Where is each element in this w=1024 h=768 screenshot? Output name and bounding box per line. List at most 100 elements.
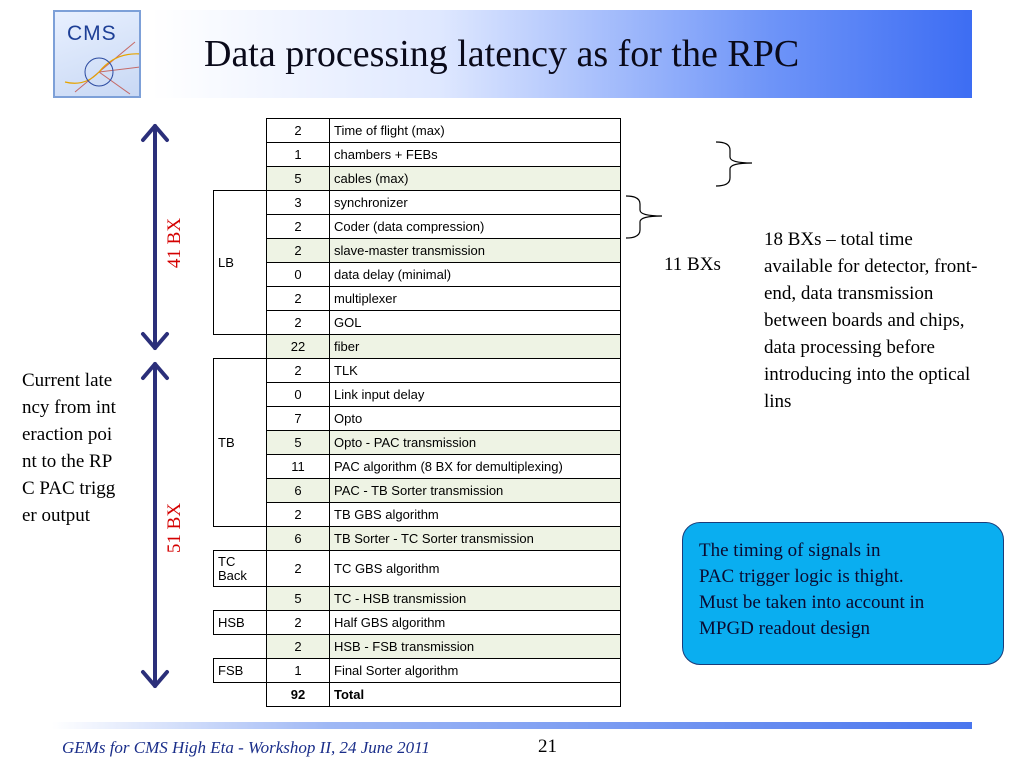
bx-value: 3: [266, 190, 330, 215]
step-desc: TC GBS algorithm: [329, 550, 621, 587]
bx-value: 2: [266, 502, 330, 527]
page-number: 21: [538, 736, 557, 757]
step-desc: cables (max): [329, 166, 621, 191]
table-row: 2 TB GBS algorithm: [214, 502, 621, 527]
slide-title: Data processing latency as for the RPC: [204, 33, 800, 75]
step-desc: TC - HSB transmission: [329, 586, 621, 611]
callout-line: PAC trigger logic is thight.: [699, 566, 904, 587]
bx-value: 6: [266, 478, 330, 503]
step-desc: TB Sorter - TC Sorter transmission: [329, 526, 621, 551]
label-11-bxs: 11 BXs: [664, 254, 721, 275]
table-row: 2 GOL: [214, 310, 621, 335]
callout-line: The timing of signals in: [699, 540, 881, 561]
step-desc: Time of flight (max): [329, 118, 621, 143]
bx-value: 5: [266, 586, 330, 611]
arrow-down-icon: [141, 332, 169, 350]
step-desc: Half GBS algorithm: [329, 610, 621, 635]
table-row: HSB 2 Half GBS algorithm: [213, 610, 621, 635]
footer-text: GEMs for CMS High Eta - Workshop II, 24 …: [62, 738, 430, 757]
step-desc: data delay (minimal): [329, 262, 621, 287]
arrow-up-icon: [141, 124, 169, 142]
step-desc: Coder (data compression): [329, 214, 621, 239]
logo-text: CMS: [67, 22, 117, 45]
table-row: 2 Time of flight (max): [214, 118, 621, 143]
group-cell: [214, 587, 267, 611]
group-cell: [214, 527, 267, 551]
bx-value: 6: [266, 526, 330, 551]
step-desc: fiber: [329, 334, 621, 359]
table-row: TC Back 2 TC GBS algorithm: [213, 550, 621, 587]
step-desc: PAC - TB Sorter transmission: [329, 478, 621, 503]
table-row: 2 multiplexer: [214, 286, 621, 311]
bx-value: 5: [266, 430, 330, 455]
bx-value: 2: [266, 610, 330, 635]
bx-value: 2: [266, 118, 330, 143]
step-desc: TLK: [329, 358, 621, 383]
step-desc: GOL: [329, 310, 621, 335]
group-tc-back: TC Back: [213, 550, 267, 587]
group-cell: [214, 119, 267, 143]
label-51-bx: 51 BX: [164, 502, 186, 554]
bx-value: 1: [266, 142, 330, 167]
table-row: 1 chambers + FEBs: [214, 142, 621, 167]
step-desc: Link input delay: [329, 382, 621, 407]
group-cell: [214, 635, 267, 659]
step-desc: Opto: [329, 406, 621, 431]
bx-value: 5: [266, 166, 330, 191]
label-41-bx: 41 BX: [164, 217, 186, 269]
bx-value: 1: [266, 658, 330, 683]
step-desc: TB GBS algorithm: [329, 502, 621, 527]
group-cell: [214, 143, 267, 167]
note-18-bxs: 18 BXs – total time available for detect…: [764, 229, 978, 412]
step-desc: synchronizer: [329, 190, 621, 215]
cms-logo: CMS: [53, 10, 141, 98]
arrow-down-icon: [141, 670, 169, 688]
table-row: 11 PAC algorithm (8 BX for demultiplexin…: [214, 454, 621, 479]
total-label: Total: [329, 682, 621, 707]
group-lb: LB: [213, 190, 267, 335]
table-row: FSB 1 Final Sorter algorithm: [213, 658, 621, 683]
group-cell: [214, 335, 267, 359]
bx-value: 2: [266, 286, 330, 311]
step-desc: Opto - PAC transmission: [329, 430, 621, 455]
step-desc: multiplexer: [329, 286, 621, 311]
bx-value: 2: [266, 550, 330, 587]
table-row: 2 HSB - FSB transmission: [214, 634, 621, 659]
step-desc: chambers + FEBs: [329, 142, 621, 167]
brace-18bxs-icon: [715, 141, 753, 187]
title-bar: Data processing latency as for the RPC: [152, 10, 972, 98]
table-row: 2 slave-master transmission: [214, 238, 621, 263]
step-desc: slave-master transmission: [329, 238, 621, 263]
step-desc: HSB - FSB transmission: [329, 634, 621, 659]
table-row: 5 cables (max): [214, 166, 621, 191]
group-hsb: HSB: [213, 610, 267, 635]
footer-divider: [52, 722, 972, 729]
table-row: 22 fiber: [214, 334, 621, 359]
bx-value: 0: [266, 262, 330, 287]
table-row: 7 Opto: [214, 406, 621, 431]
bx-value: 2: [266, 238, 330, 263]
group-cell: [214, 167, 267, 191]
cms-logo-graphic: [64, 41, 139, 95]
table-row: 6 PAC - TB Sorter transmission: [214, 478, 621, 503]
table-row: 6 TB Sorter - TC Sorter transmission: [214, 526, 621, 551]
group-fsb: FSB: [213, 658, 267, 683]
step-desc: Final Sorter algorithm: [329, 658, 621, 683]
callout-line: MPGD readout design: [699, 618, 870, 639]
group-cell: [214, 683, 267, 707]
table-row-total: 92 Total: [214, 682, 621, 707]
table-row: 5 Opto - PAC transmission: [214, 430, 621, 455]
bx-value: 2: [266, 214, 330, 239]
table-row: LB 3 synchronizer: [213, 190, 621, 335]
latency-table: 2 Time of flight (max) 1 chambers + FEBs…: [213, 118, 621, 707]
bx-value: 2: [266, 358, 330, 383]
group-tb: TB: [213, 358, 267, 527]
bx-value: 2: [266, 634, 330, 659]
bx-value: 0: [266, 382, 330, 407]
table-row: 0 data delay (minimal): [214, 262, 621, 287]
step-desc: PAC algorithm (8 BX for demultiplexing): [329, 454, 621, 479]
total-value: 92: [266, 682, 330, 707]
note-current-latency: Current latency from interaction point t…: [22, 370, 116, 526]
table-row: 5 TC - HSB transmission: [214, 586, 621, 611]
bx-value: 22: [266, 334, 330, 359]
